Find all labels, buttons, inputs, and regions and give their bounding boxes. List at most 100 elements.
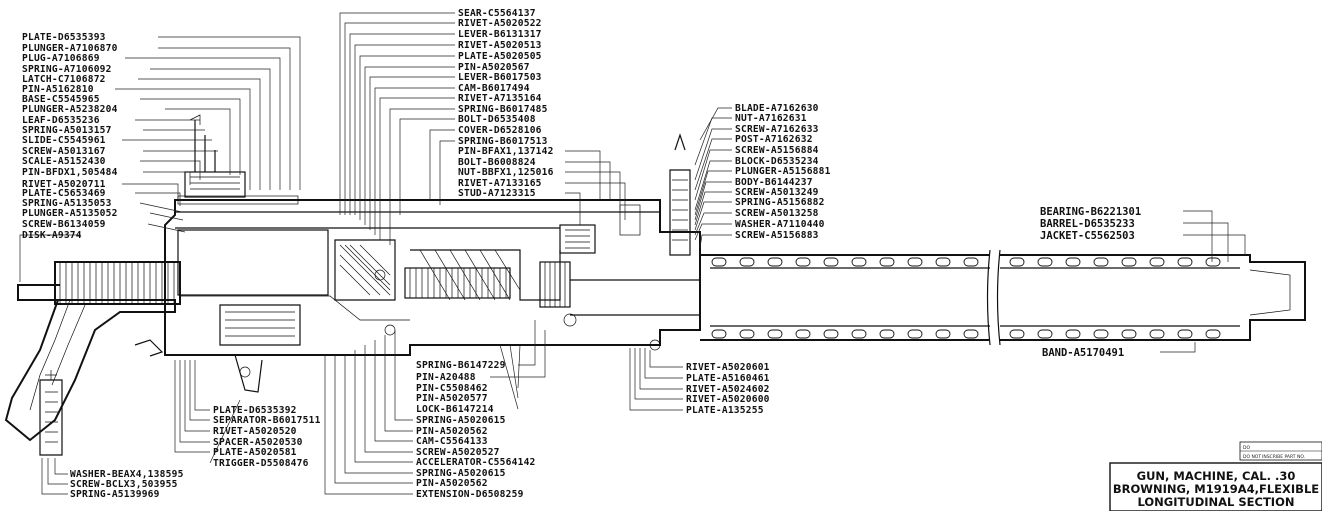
part-label: BASE-C5545965	[22, 94, 100, 105]
part-label: RIVET-A5020520	[213, 426, 297, 437]
part-label: EXTENSION-D6508259	[416, 489, 524, 500]
part-label: PLATE-D6535392	[213, 405, 297, 416]
part-label: PLUNGER-A7106870	[22, 43, 118, 54]
part-label: PLATE-C5653469	[22, 188, 106, 199]
part-label: SPRING-A7106092	[22, 64, 112, 75]
part-label: NUT-A7162631	[735, 113, 807, 124]
part-label: SPRING-A5135053	[22, 198, 112, 209]
part-label: RIVET-A5020522	[458, 18, 542, 29]
note-do: DO	[1243, 445, 1250, 451]
part-label: BOLT-B6008824	[458, 157, 536, 168]
part-label: ACCELERATOR-C5564142	[416, 457, 536, 468]
part-label: SPRING-A5156882	[735, 197, 825, 208]
part-label: RIVET-A7135164	[458, 93, 542, 104]
part-label: LEAF-D6535236	[22, 115, 100, 126]
part-label: LOCK-B6147214	[416, 404, 494, 415]
part-label: PLATE-D6535393	[22, 32, 106, 43]
part-label: PLATE-A5020505	[458, 51, 542, 62]
part-label: BEARING-B6221301	[1040, 206, 1141, 218]
part-label: SCREW-A5013258	[735, 208, 819, 219]
part-label: CAM-C5564133	[416, 436, 488, 447]
part-label: LATCH-C7106872	[22, 74, 106, 85]
labels-right-top: BLADE-A7162630 NUT-A7162631 SCREW-A71626…	[735, 103, 830, 241]
part-label: POST-A7162632	[735, 134, 813, 145]
jacket-holes	[711, 257, 1221, 339]
part-label: RIVET-A5020513	[458, 40, 542, 51]
labels-bottom-right: RIVET-A5020601 PLATE-A5160461 RIVET-A502…	[686, 362, 770, 416]
part-label: SCREW-A5156883	[735, 230, 819, 241]
part-label: WASHER-BEAX4,138595	[70, 469, 184, 480]
part-label: BARREL-D6535233	[1040, 218, 1135, 230]
title-line-3: LONGITUDINAL SECTION	[1137, 495, 1294, 509]
part-label: NUT-BBFX1,125016	[458, 167, 554, 178]
part-label: SPRING-A5020615	[416, 468, 506, 479]
front-sight	[619, 133, 691, 256]
part-label: RIVET-A5024602	[686, 384, 770, 395]
part-label: PIN-A5020577	[416, 393, 488, 404]
part-label: PIN-A20488	[416, 372, 476, 383]
part-label: BAND-A5170491	[1042, 347, 1124, 359]
part-label: SPRING-A5020615	[416, 415, 506, 426]
part-label: SEAR-C5564137	[458, 8, 536, 19]
part-label: PIN-A5162810	[22, 84, 94, 95]
part-label: COVER-D6528106	[458, 125, 542, 136]
buffer-disk	[54, 261, 181, 305]
note-do-not: DO NOT	[1243, 454, 1261, 460]
part-label: SPRING-B6017485	[458, 104, 548, 115]
part-label: WASHER-A7110440	[735, 219, 825, 230]
part-label: SLIDE-C5545961	[22, 135, 106, 146]
part-label: PLUG-A7106869	[22, 53, 100, 64]
part-label: DISK-A9374	[22, 230, 82, 241]
part-label: RIVET-A5020711	[22, 179, 106, 190]
part-label: PLATE-A5020581	[213, 447, 297, 458]
title-block: DO DO NOT INSCRIBE PART NO. GUN, MACHINE…	[1109, 441, 1322, 511]
part-label: PIN-A5020562	[416, 478, 488, 489]
part-label: PLATE-A5160461	[686, 373, 770, 384]
part-label: BOLT-D6535408	[458, 114, 536, 125]
part-label: PLATE-A135255	[686, 405, 764, 416]
part-label: TRIGGER-D5508476	[213, 458, 309, 469]
labels-center-top: SEAR-C5564137 RIVET-A5020522 LEVER-B6131…	[458, 8, 554, 199]
gun-drawing	[4, 114, 1306, 456]
part-label: PIN-C5508462	[416, 383, 488, 394]
receiver	[164, 199, 701, 393]
labels-bottom-left: PLATE-D6535392 SEPARATOR-B6017511 RIVET-…	[213, 405, 321, 469]
labels-bottom-far-left: WASHER-BEAX4,138595 SCREW-BCLX3,503955 S…	[70, 469, 184, 500]
part-label: JACKET-C5562503	[1040, 230, 1135, 242]
labels-left-top: PLATE-D6535393 PLUNGER-A7106870 PLUG-A71…	[22, 32, 118, 241]
barrel-jacket	[570, 249, 1306, 346]
part-label: SEPARATOR-B6017511	[213, 415, 321, 426]
part-label: PLUNGER-A5135052	[22, 208, 118, 219]
part-label: SCREW-A5156884	[735, 145, 819, 156]
part-label: SPRING-B6017513	[458, 136, 548, 147]
part-label: SCREW-BCLX3,503955	[70, 479, 178, 490]
part-label: BODY-B6144237	[735, 177, 813, 188]
part-label: STUD-A7123315	[458, 188, 536, 199]
part-label: BLADE-A7162630	[735, 103, 819, 114]
grip-assembly	[4, 284, 176, 456]
part-label: PLUNGER-A5238204	[22, 104, 118, 115]
leader-lines	[19, 12, 1246, 495]
part-label: SCREW-B6134059	[22, 219, 106, 230]
part-label: LEVER-B6017503	[458, 72, 542, 83]
part-label: SCREW-A5013249	[735, 187, 819, 198]
part-label: PIN-BFAX1,137142	[458, 146, 554, 157]
part-label: SCREW-A5020527	[416, 447, 500, 458]
part-label: SCALE-A5152430	[22, 156, 106, 167]
title-line-2: BROWNING, M1919A4,FLEXIBLE	[1113, 482, 1319, 496]
part-label: BLOCK-D6535234	[735, 156, 819, 167]
note-inscribe: INSCRIBE PART NO.	[1262, 454, 1305, 460]
part-label: SPRING-B6147229	[416, 360, 506, 371]
part-label: SCREW-A7162633	[735, 124, 819, 135]
labels-barrel: BEARING-B6221301 BARREL-D6535233 JACKET-…	[1040, 206, 1141, 359]
title-line-1: GUN, MACHINE, CAL. .30	[1137, 469, 1296, 483]
part-label: RIVET-A7133165	[458, 178, 542, 189]
part-label: LEVER-B6131317	[458, 29, 542, 40]
part-label: PIN-BFDX1,505484	[22, 167, 118, 178]
part-label: SPACER-A5020530	[213, 437, 303, 448]
part-label: PIN-A5020562	[416, 426, 488, 437]
part-label: RIVET-A5020600	[686, 394, 770, 405]
part-label: RIVET-A5020601	[686, 362, 770, 373]
